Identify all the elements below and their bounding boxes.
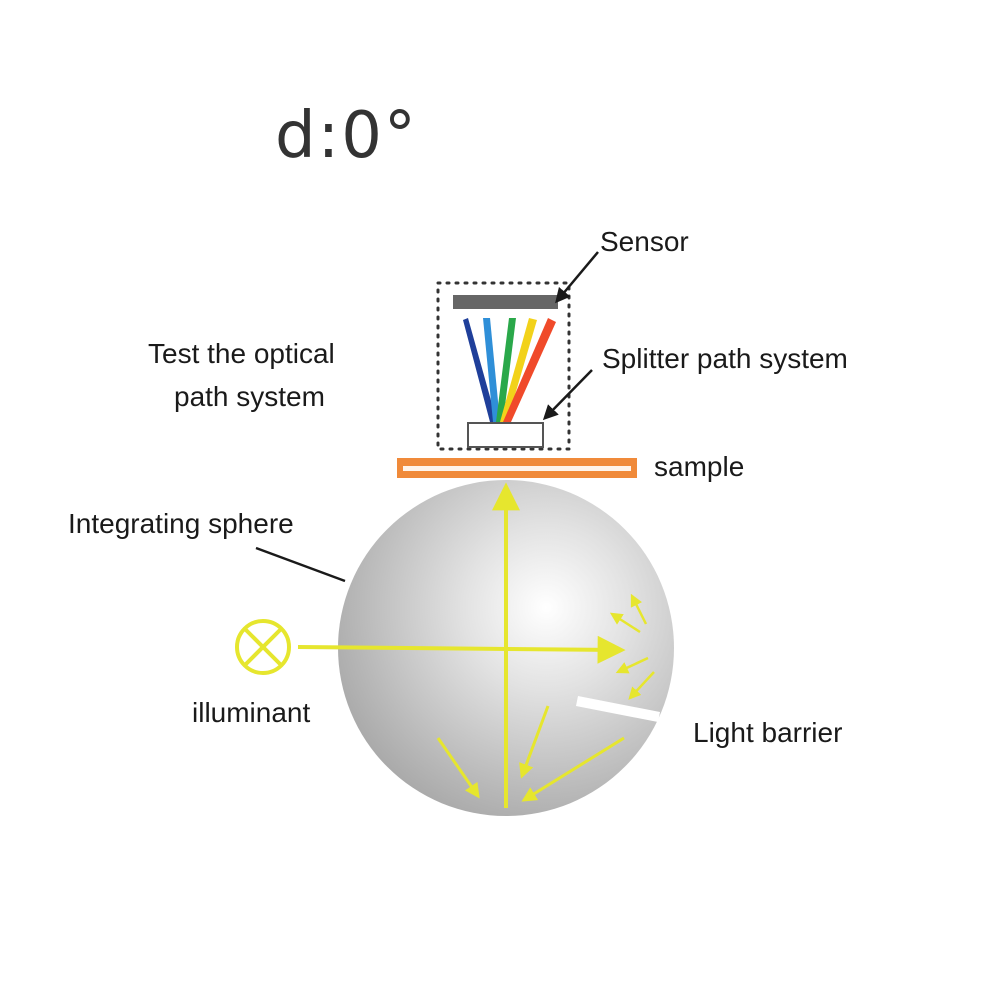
beam-blue bbox=[463, 318, 497, 422]
lamp-icon bbox=[235, 619, 291, 675]
optical-path-enclosure bbox=[436, 281, 571, 451]
arrow-icon bbox=[519, 705, 550, 779]
beam-yellow bbox=[500, 318, 537, 422]
light-barrier-label: Light barrier bbox=[693, 717, 842, 748]
sample-plate-highlight bbox=[403, 466, 631, 471]
sensor-pointer bbox=[555, 251, 599, 304]
sphere-pointer bbox=[255, 546, 346, 583]
arrow-icon bbox=[628, 671, 655, 700]
test-path-label-line2: path system bbox=[174, 381, 325, 412]
sensor-label: Sensor bbox=[600, 226, 689, 257]
beam-red bbox=[503, 318, 556, 422]
splitter-label: Splitter path system bbox=[602, 343, 848, 374]
arrow-icon bbox=[297, 635, 626, 664]
beam-light-blue bbox=[483, 318, 500, 422]
diagram-title: d:0° bbox=[275, 99, 418, 173]
test-path-label-line1: Test the optical bbox=[148, 338, 335, 369]
spectrum-beams bbox=[463, 318, 556, 422]
arrow-icon bbox=[436, 737, 480, 799]
splitter-element bbox=[467, 422, 544, 448]
sensor-bar bbox=[453, 295, 558, 309]
sample-label: sample bbox=[654, 451, 744, 482]
illuminant-label: illuminant bbox=[192, 697, 310, 728]
light-rays bbox=[297, 482, 655, 808]
arrow-icon bbox=[521, 736, 625, 802]
sphere-label: Integrating sphere bbox=[68, 508, 294, 539]
beam-green bbox=[496, 318, 516, 422]
arrow-icon bbox=[609, 612, 641, 634]
arrow-icon bbox=[615, 656, 649, 674]
light-barrier bbox=[576, 696, 660, 722]
splitter-pointer bbox=[542, 369, 593, 421]
arrow-icon bbox=[630, 593, 648, 625]
